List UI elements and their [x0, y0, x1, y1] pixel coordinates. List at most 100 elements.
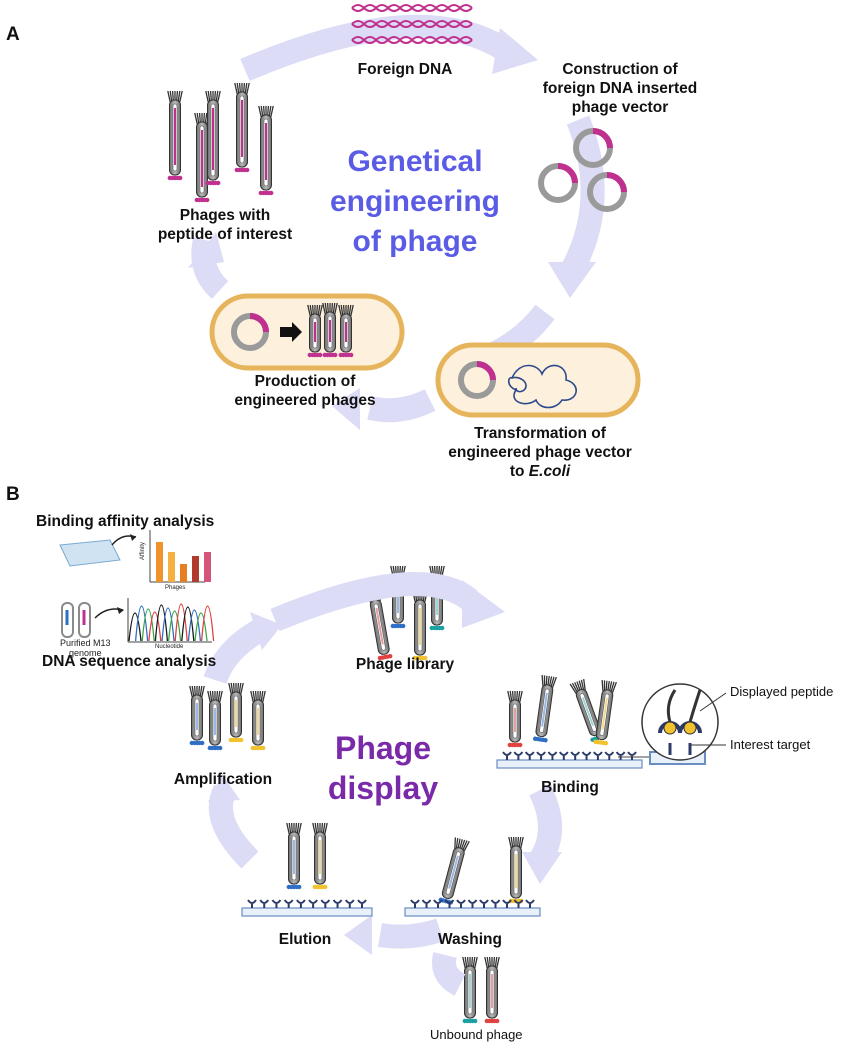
receptor-icon [547, 751, 558, 760]
affinity-bar [204, 552, 211, 582]
purified-genome-line: Purified M13 [60, 638, 111, 648]
trace-peak [194, 612, 208, 642]
foreign-dna-text: Foreign DNA [357, 61, 453, 78]
production-line: engineered phages [234, 392, 376, 409]
trace-peak [128, 612, 142, 642]
phage-icon [286, 822, 302, 890]
arrow-a-top [240, 14, 512, 82]
receptor-icon [536, 751, 546, 760]
phages-peptide-line: peptide of interest [157, 226, 293, 243]
surface-plate [404, 907, 541, 917]
arrowhead-b-4 [208, 774, 240, 802]
affinity-analysis-icon [59, 530, 211, 583]
arrow-a-left [191, 237, 229, 299]
arrow-b-bottom-right [378, 918, 444, 949]
receptor-icon [247, 899, 257, 908]
affinity-bar [192, 556, 199, 582]
label-unbound-phage: Unbound phage [430, 1027, 523, 1042]
transformation-line: engineered phage vector [448, 444, 632, 461]
receptor-icon [570, 751, 581, 760]
surface-plate [496, 759, 643, 769]
label-construction: Construction of foreign DNA inserted pha… [520, 60, 720, 117]
phage-icon [593, 680, 617, 746]
receptor-icon [320, 899, 331, 908]
phage-icon [234, 82, 250, 173]
panel-b-title-line: Phage [334, 730, 432, 766]
panel-a-letter: A [6, 24, 20, 45]
trace-peak [154, 604, 169, 642]
phages-peptide-line: Phages with [179, 207, 271, 224]
trace-peak [167, 610, 182, 642]
arrow-b-left [203, 619, 267, 685]
phage-icon [258, 105, 274, 196]
trace-peak [200, 605, 215, 642]
trace-peak [161, 607, 175, 642]
trace-peak [134, 605, 149, 642]
receptor-icon [525, 899, 535, 908]
phage-icon [189, 685, 205, 746]
panel-a-title: Genetical engineering of phage [300, 142, 530, 262]
receptor-icon [615, 751, 626, 760]
panel-a-title-line: engineering [329, 185, 501, 218]
receptor-icon [433, 899, 443, 908]
arrowhead-a-3 [332, 388, 360, 430]
trace-peak [141, 608, 155, 642]
phage-icon [167, 90, 183, 181]
arrowhead-a-4 [188, 232, 224, 268]
affinity-bar [168, 552, 175, 582]
cycle-a-arrows [191, 14, 605, 423]
production-line: Production of [254, 373, 356, 390]
phage-icon [462, 956, 478, 1024]
cycle-b-arrowheads [208, 580, 562, 955]
phage-icon [307, 304, 323, 358]
arrow-b-right [529, 784, 562, 867]
receptor-icon [332, 899, 343, 908]
receptor-icon [308, 899, 318, 908]
arrow-b-top [270, 572, 478, 632]
receptor-icon [490, 899, 501, 908]
phage-icon [507, 690, 523, 748]
label-binding: Binding [541, 779, 599, 796]
label-elution: Elution [278, 931, 332, 948]
affinity-bars [156, 542, 211, 582]
panel-a-title-line: Genetical [347, 145, 483, 178]
label-amplification: Amplification [173, 771, 273, 788]
bar-x-label: Phages [165, 585, 186, 591]
phage-icon [412, 590, 428, 661]
arrow-b-unbound [432, 952, 466, 996]
receptor-icon [410, 899, 420, 908]
phage-icon [532, 675, 557, 743]
surface-plate [241, 907, 373, 917]
construction-line: phage vector [571, 99, 669, 116]
arrowhead-a-2 [548, 262, 596, 298]
label-foreign-dna: Foreign DNA [340, 60, 470, 79]
receptor-icon [513, 751, 524, 760]
label-binding-affinity: Binding affinity analysis [36, 513, 215, 530]
label-transformation: Transformation of engineered phage vecto… [430, 424, 650, 481]
receptor-icon [444, 899, 455, 908]
label-washing: Washing [437, 931, 502, 948]
panel-b-title-line: display [327, 770, 439, 806]
arrowhead-b-5 [250, 612, 282, 650]
phage-icon [338, 304, 354, 358]
transformation-line: Transformation of [474, 425, 606, 442]
phage-icon [228, 682, 244, 743]
dna-sequence-icon [61, 598, 215, 643]
bar-y-label: Affinity [140, 542, 146, 560]
trace-x-label: Nucleotide [155, 644, 184, 650]
panel-a-title-line: of phage [352, 225, 478, 258]
receptor-icon [593, 751, 603, 760]
receptor-icon [271, 899, 282, 908]
receptor-icon [502, 751, 512, 760]
receptor-icon [259, 899, 270, 908]
trace-peak [174, 603, 188, 642]
affinity-bar [156, 542, 163, 582]
phage-icon [322, 302, 338, 358]
label-phages-peptide: Phages with peptide of interest [140, 206, 310, 244]
panel-b-title: Phage display [318, 728, 448, 808]
arrow-a-bottom [367, 389, 436, 423]
receptor-icon [296, 899, 306, 908]
phage-icon [205, 90, 221, 186]
purified-genome-line: genome [69, 648, 102, 658]
transformation-to: to [509, 463, 525, 480]
